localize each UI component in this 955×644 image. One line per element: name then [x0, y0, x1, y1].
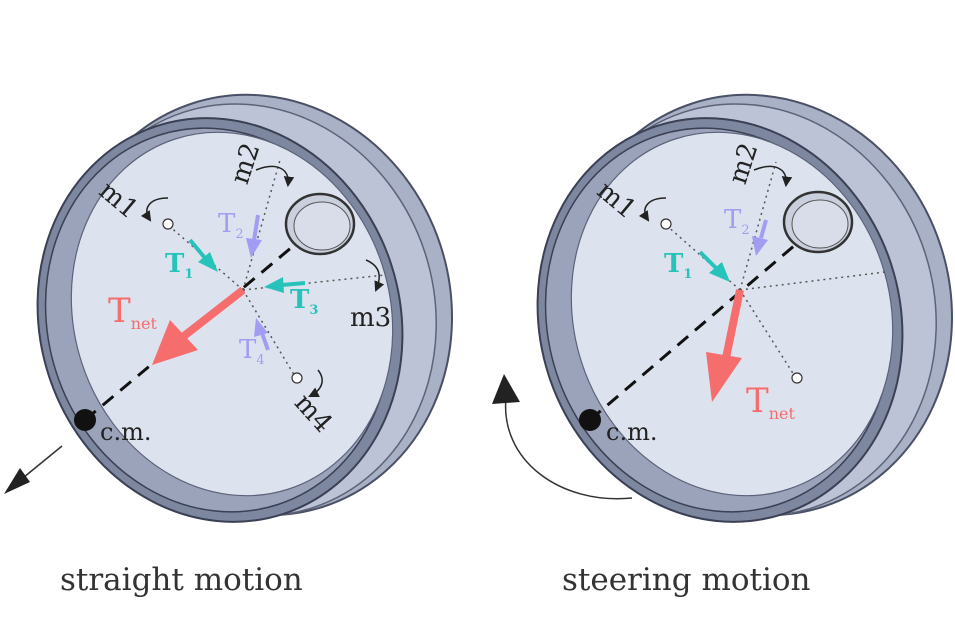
left-label-m3: m3	[350, 303, 391, 333]
left-force-arrows	[152, 214, 306, 365]
left-t4-arrow-shaft	[260, 332, 270, 351]
right-mass-m1-marker	[660, 218, 672, 230]
left-m1-rotation-arrow	[140, 197, 169, 222]
left-tnet-arrow-head	[152, 320, 198, 365]
right-steering-arrow-head	[492, 374, 520, 404]
left-cm-dot	[74, 409, 96, 431]
right-t2-arrow-head	[752, 236, 768, 256]
left-panel: m1 m2 m3 m4 T1 T2 T3 T4 Tnet c.m. straig…	[4, 93, 453, 598]
right-label-t2: T2	[724, 205, 750, 238]
right-cm-dot	[579, 409, 601, 431]
left-label-cm: c.m.	[100, 418, 151, 446]
left-label-t4: T4	[239, 335, 265, 368]
right-panel: m1 m2 T1 T2 Tnet c.m. steering motion	[492, 93, 953, 598]
right-t2-arrow-shaft	[759, 219, 768, 239]
left-cm-line	[84, 220, 323, 422]
right-tnet-arrow-shaft	[722, 289, 744, 359]
left-label-t1: T1	[165, 249, 193, 282]
right-force-arrows	[698, 219, 768, 402]
right-label-t1: T1	[664, 249, 692, 282]
right-weight-inner	[791, 199, 849, 249]
right-tnet-arrow-head	[706, 352, 742, 402]
right-wheel	[536, 93, 953, 523]
left-label-t2: T2	[218, 209, 244, 242]
left-t2-arrow-head	[246, 238, 262, 258]
left-caption: straight motion	[60, 562, 303, 598]
right-m2-rotation-arrow	[753, 165, 793, 188]
left-t3-arrow-head	[264, 277, 284, 293]
right-steering-arrow	[504, 397, 633, 500]
left-t3-arrow-shaft	[281, 281, 306, 287]
left-label-t3: T3	[290, 285, 318, 318]
left-m2-rotation-arrow	[255, 165, 295, 188]
right-label-tnet: Tnet	[746, 381, 795, 423]
left-t1-arrow-shaft	[188, 238, 207, 260]
right-t1-arrow-shaft	[698, 250, 718, 270]
left-t4-arrow-head	[254, 318, 268, 337]
left-m4-rotation-arrow	[308, 369, 323, 397]
left-motion-arrow-head	[4, 468, 30, 494]
left-weight-inner	[293, 201, 351, 251]
left-m3-rotation-arrow	[365, 259, 385, 292]
left-t1-arrow-head	[198, 252, 218, 272]
left-tnet-arrow-shaft	[181, 286, 246, 340]
right-label-cm: c.m.	[606, 418, 657, 446]
right-cm-line	[589, 220, 823, 422]
left-label-tnet: Tnet	[108, 291, 157, 333]
right-t1-arrow-head	[709, 262, 730, 282]
right-caption: steering motion	[562, 562, 811, 598]
right-m1-rotation-arrow	[638, 197, 667, 222]
left-mass-m1-marker	[162, 218, 174, 230]
left-wheel	[36, 93, 453, 523]
left-t2-arrow-shaft	[252, 214, 260, 241]
left-mass-m4-marker	[291, 372, 303, 384]
right-mass-m4-marker	[791, 372, 803, 384]
